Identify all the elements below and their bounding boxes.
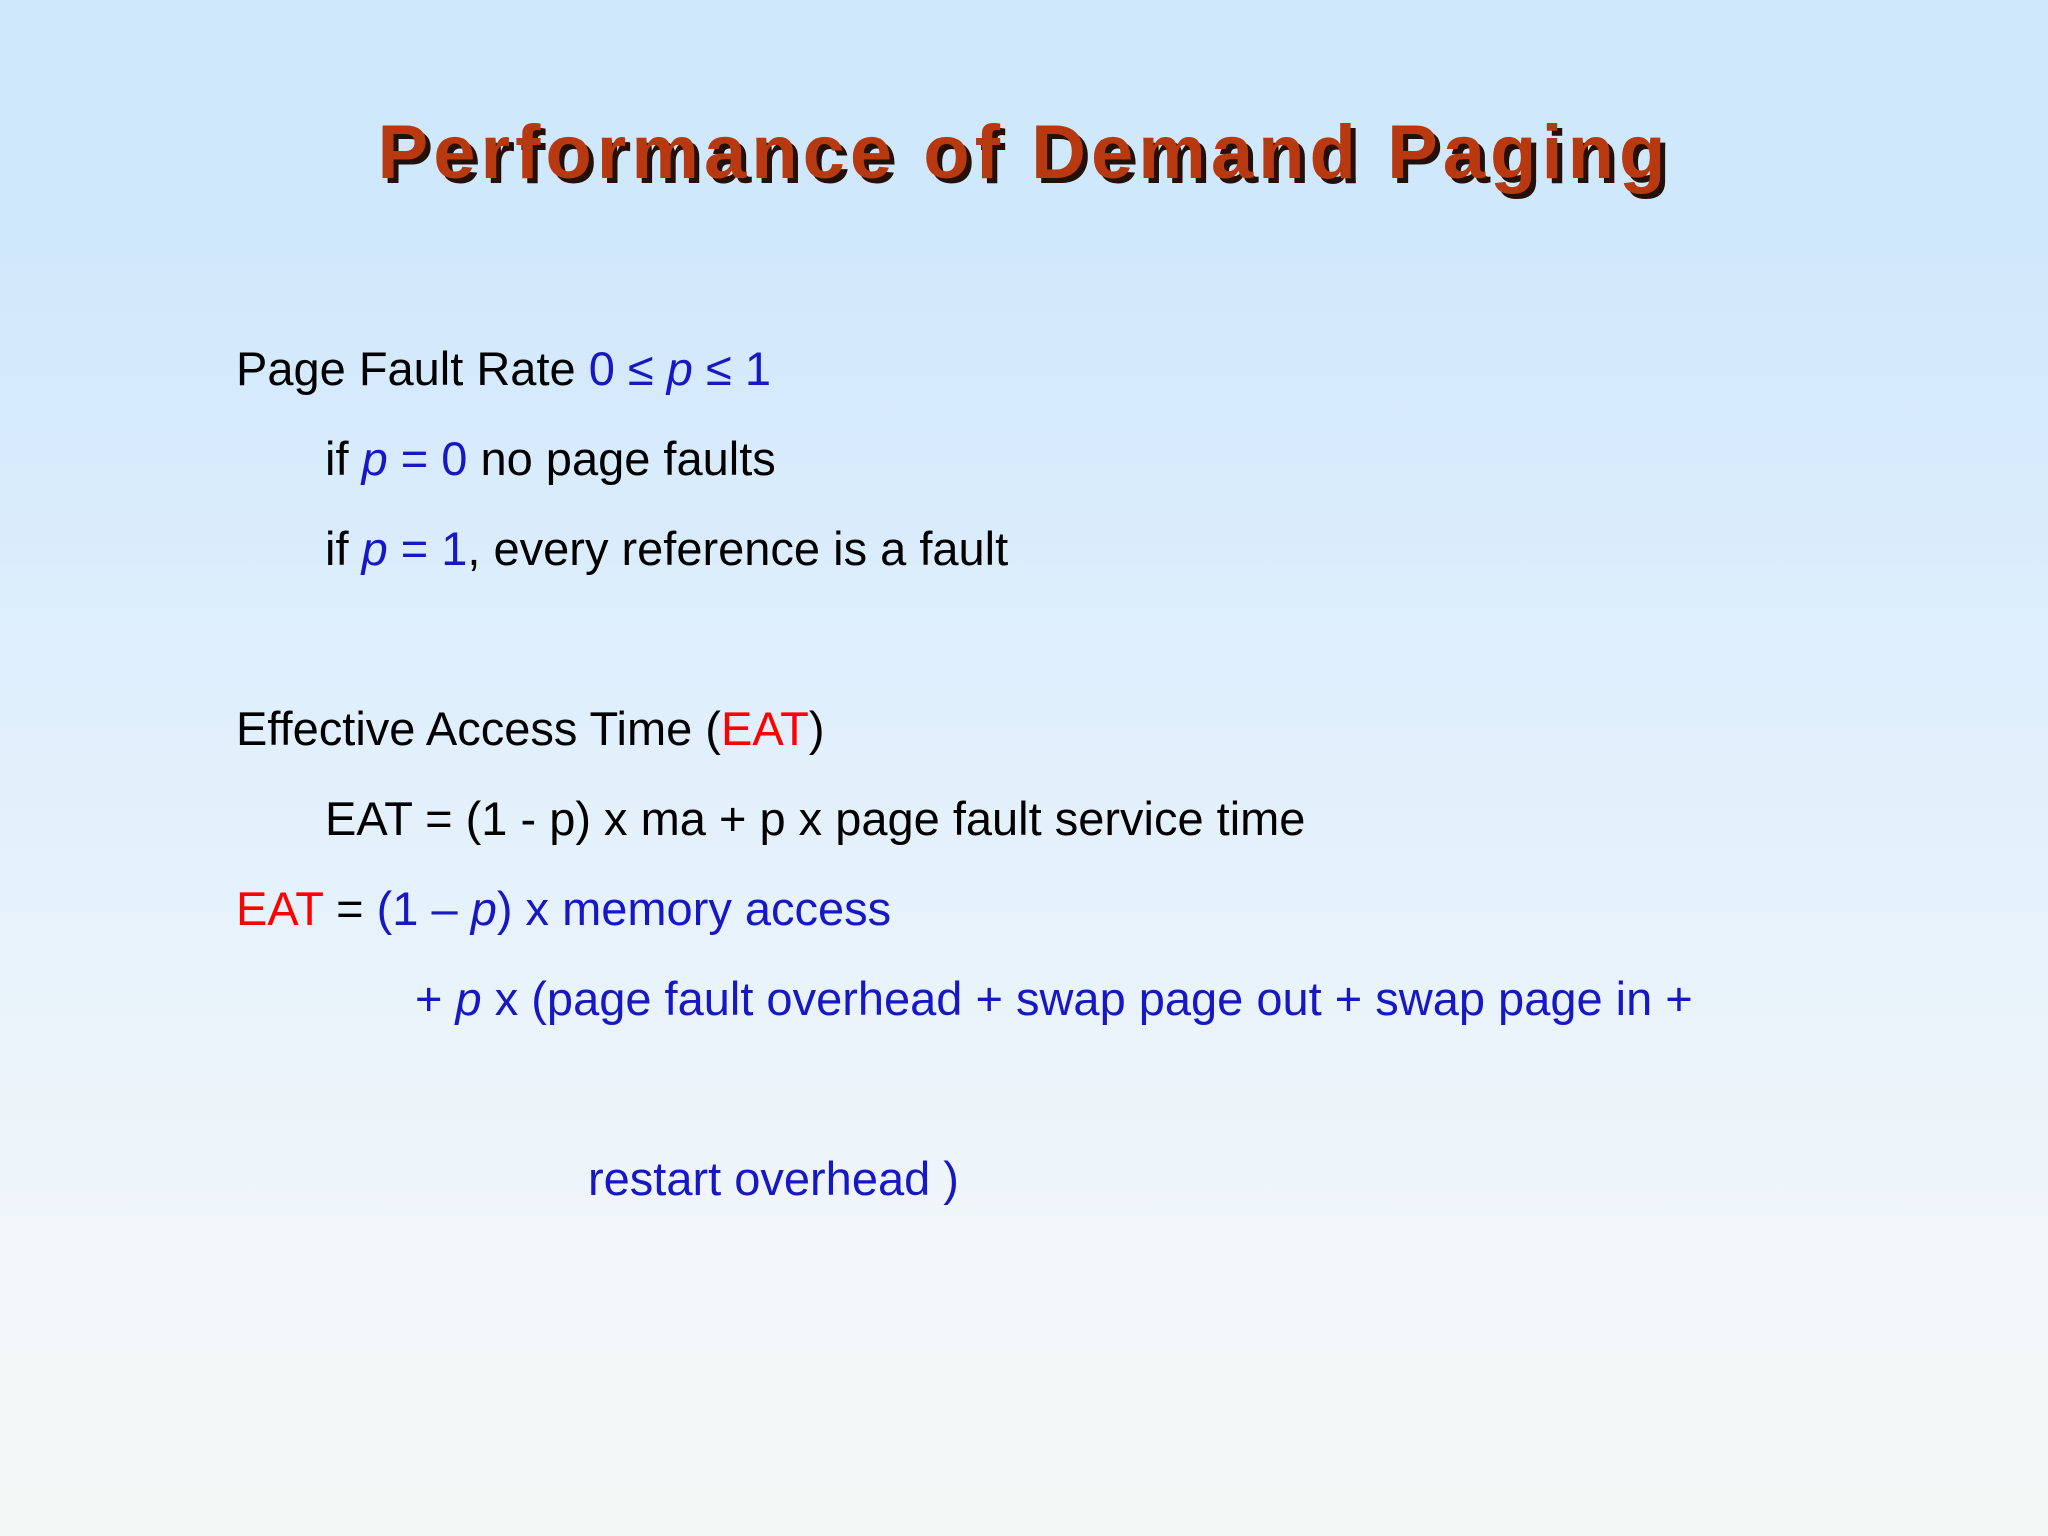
blank-line-1 bbox=[0, 615, 2048, 705]
blank-line-2 bbox=[0, 1065, 2048, 1155]
page-fault-rate-space-1 bbox=[654, 342, 667, 395]
bullet-if-p-one: if p = 1, every reference is a fault bbox=[0, 525, 2048, 615]
eat-expanded-memory-access: ) x memory access bbox=[496, 882, 892, 935]
slide-title-block: Performance of Demand Paging bbox=[0, 62, 2048, 244]
slide-body: Page Fault Rate 0 ≤ p ≤ 1 if p = 0 no pa… bbox=[0, 345, 2048, 1245]
less-equal-icon-1: ≤ bbox=[627, 342, 654, 395]
page-fault-rate-space-2 bbox=[693, 342, 706, 395]
if-p-zero-variable: p bbox=[361, 432, 388, 485]
bullet-eat-formula-expanded: EAT = (1 – p) x memory access bbox=[0, 885, 2048, 975]
bullet-eat-formula-restart: restart overhead ) bbox=[0, 1155, 2048, 1245]
if-keyword-2: if bbox=[325, 522, 362, 575]
if-keyword-1: if bbox=[325, 432, 362, 485]
if-p-one-consequence: , every reference is a fault bbox=[467, 522, 1009, 575]
page-fault-rate-p: p bbox=[666, 342, 693, 395]
effective-access-time-label: Effective Access Time ( bbox=[236, 702, 721, 755]
bullet-if-p-zero: if p = 0 no page faults bbox=[0, 435, 2048, 525]
eat-expanded-p: p bbox=[470, 882, 497, 935]
eat-close-paren: ) bbox=[808, 702, 825, 755]
less-equal-icon-2: ≤ bbox=[705, 342, 732, 395]
page-title: Performance of Demand Paging bbox=[377, 109, 1671, 195]
page-fault-rate-label: Page Fault Rate bbox=[236, 342, 589, 395]
bullet-eat-formula-continuation: + p x (page fault overhead + swap page o… bbox=[0, 975, 2048, 1065]
eat-expanded-open: (1 – bbox=[376, 882, 471, 935]
eat-formula-simple-text: EAT = (1 - p) x ma + p x page fault serv… bbox=[325, 792, 1306, 845]
page-fault-rate-zero: 0 bbox=[588, 342, 628, 395]
bullet-effective-access-time: Effective Access Time (EAT) bbox=[0, 705, 2048, 795]
eat-abbreviation: EAT bbox=[720, 702, 809, 755]
if-p-one-variable: p bbox=[361, 522, 388, 575]
eat-continuation-plus: + bbox=[415, 972, 456, 1025]
if-p-zero-value: = 0 bbox=[387, 432, 468, 485]
if-p-one-value: = 1 bbox=[387, 522, 468, 575]
eat-continuation-terms: x (page fault overhead + swap page out +… bbox=[481, 972, 1693, 1025]
bullet-page-fault-rate: Page Fault Rate 0 ≤ p ≤ 1 bbox=[0, 345, 2048, 435]
if-p-zero-consequence: no page faults bbox=[467, 432, 776, 485]
page-fault-rate-one: 1 bbox=[731, 342, 771, 395]
bullet-eat-formula-simple: EAT = (1 - p) x ma + p x page fault serv… bbox=[0, 795, 2048, 885]
eat-expanded-label: EAT bbox=[236, 882, 324, 935]
eat-restart-overhead: restart overhead ) bbox=[588, 1152, 959, 1205]
eat-continuation-p: p bbox=[455, 972, 482, 1025]
eat-expanded-equals: = bbox=[323, 882, 377, 935]
